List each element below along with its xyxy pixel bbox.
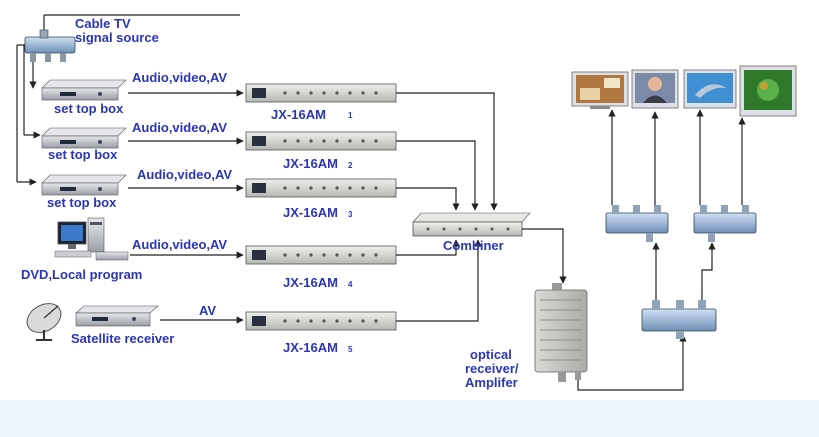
device-label-4: DVD,Local program	[21, 267, 143, 282]
source-title-line1: Cable TV	[75, 16, 131, 31]
modulator-index-5: 5	[348, 345, 353, 354]
modulator-index-1: 1	[348, 111, 353, 120]
cable-tv-splitter	[24, 29, 76, 62]
modulator-label-5: JX-16AM	[283, 340, 338, 355]
combiner-label: Combiner	[443, 238, 504, 253]
set-top-box-2	[41, 127, 127, 149]
link-label-4: Audio,video,AV	[132, 237, 228, 252]
tv-2	[631, 69, 679, 109]
link-label-2: Audio,video,AV	[132, 120, 228, 135]
link-label-5: AV	[199, 303, 217, 318]
modulator-4	[245, 245, 397, 265]
modulator-5	[245, 311, 397, 331]
modulator-2	[245, 131, 397, 151]
modulator-label-3: JX-16AM	[283, 205, 338, 220]
link-label-1: Audio,video,AV	[132, 70, 228, 85]
modulator-index-2: 2	[348, 161, 353, 170]
satellite-dish-icon	[26, 303, 62, 341]
source-title-line2: signal source	[75, 30, 159, 45]
right-splitter	[693, 205, 757, 242]
dvd-computer-icon	[54, 217, 129, 261]
bottom-strip	[0, 400, 819, 437]
combiner-unit	[412, 212, 531, 237]
tv-4	[739, 65, 797, 117]
satellite-receiver	[75, 305, 159, 327]
modulator-label-2: JX-16AM	[283, 156, 338, 171]
modulator-label-1: JX-16AM	[271, 107, 326, 122]
modulator-3	[245, 178, 397, 198]
amplifier-label-line3: Amplifer	[465, 375, 518, 390]
main-splitter	[641, 300, 717, 339]
optical-receiver-amplifier	[534, 283, 588, 382]
modulator-index-3: 3	[348, 210, 353, 219]
tv-1	[571, 71, 629, 109]
set-top-box-1	[41, 79, 127, 101]
set-top-box-3	[41, 174, 127, 196]
left-splitter	[605, 205, 669, 242]
device-label-2: set top box	[48, 147, 118, 162]
device-label-1: set top box	[54, 101, 124, 116]
device-label-3: set top box	[47, 195, 117, 210]
link-label-3: Audio,video,AV	[137, 167, 233, 182]
modulator-index-4: 4	[348, 280, 353, 289]
modulator-label-4: JX-16AM	[283, 275, 338, 290]
device-label-5: Satellite receiver	[71, 331, 175, 346]
amplifier-label-line1: optical	[470, 347, 512, 362]
tv-3	[683, 69, 737, 109]
modulator-1	[245, 83, 397, 103]
amplifier-label-line2: receiver/	[465, 361, 519, 376]
